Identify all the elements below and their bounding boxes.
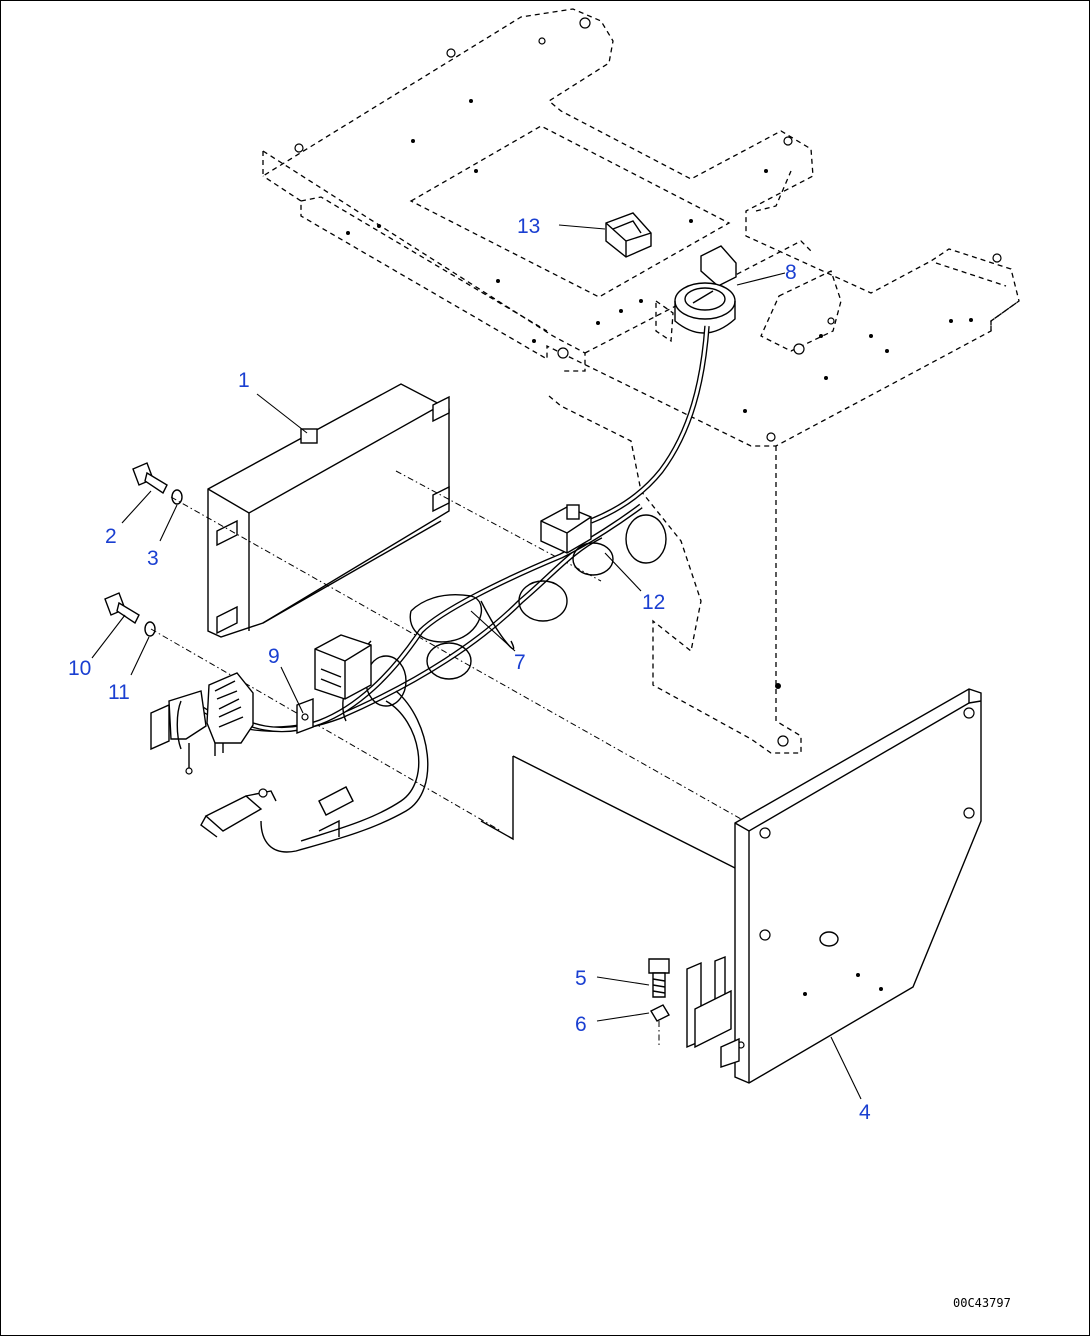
callout-1: 1 xyxy=(238,369,250,392)
part-5-bolt xyxy=(648,958,670,998)
part-8-grommet xyxy=(674,245,737,334)
callout-8: 8 xyxy=(785,261,797,284)
callout-11: 11 xyxy=(108,681,130,704)
part-11-washer xyxy=(144,621,156,637)
figure-code: 00C43797 xyxy=(953,1296,1011,1310)
callout-12: 12 xyxy=(642,591,665,614)
part-13-relay xyxy=(605,212,652,258)
callout-10: 10 xyxy=(68,657,91,680)
callout-7: 7 xyxy=(514,651,526,674)
callout-13: 13 xyxy=(517,215,540,238)
leader-lines xyxy=(91,224,862,1100)
callout-labels: 1 2 3 4 5 6 7 8 9 10 11 12 13 xyxy=(68,215,871,1124)
callout-3: 3 xyxy=(147,547,159,570)
part-6-nut xyxy=(650,1004,670,1022)
callout-6: 6 xyxy=(575,1013,587,1036)
callout-4: 4 xyxy=(859,1101,871,1124)
callout-9: 9 xyxy=(268,645,280,668)
part-1-controller xyxy=(207,383,450,638)
callout-5: 5 xyxy=(575,967,587,990)
harness-wire-vertical xyxy=(589,325,710,524)
part-4-bracket-plate xyxy=(686,688,982,1084)
lower-wall-outline xyxy=(480,755,742,872)
part-3-washer xyxy=(171,489,183,505)
part-2-bolt xyxy=(132,462,168,495)
floor-frame-outline xyxy=(262,8,1020,754)
part-7-wiring-harness xyxy=(150,503,667,853)
part-10-bolt xyxy=(104,592,140,625)
callout-2: 2 xyxy=(105,525,117,548)
